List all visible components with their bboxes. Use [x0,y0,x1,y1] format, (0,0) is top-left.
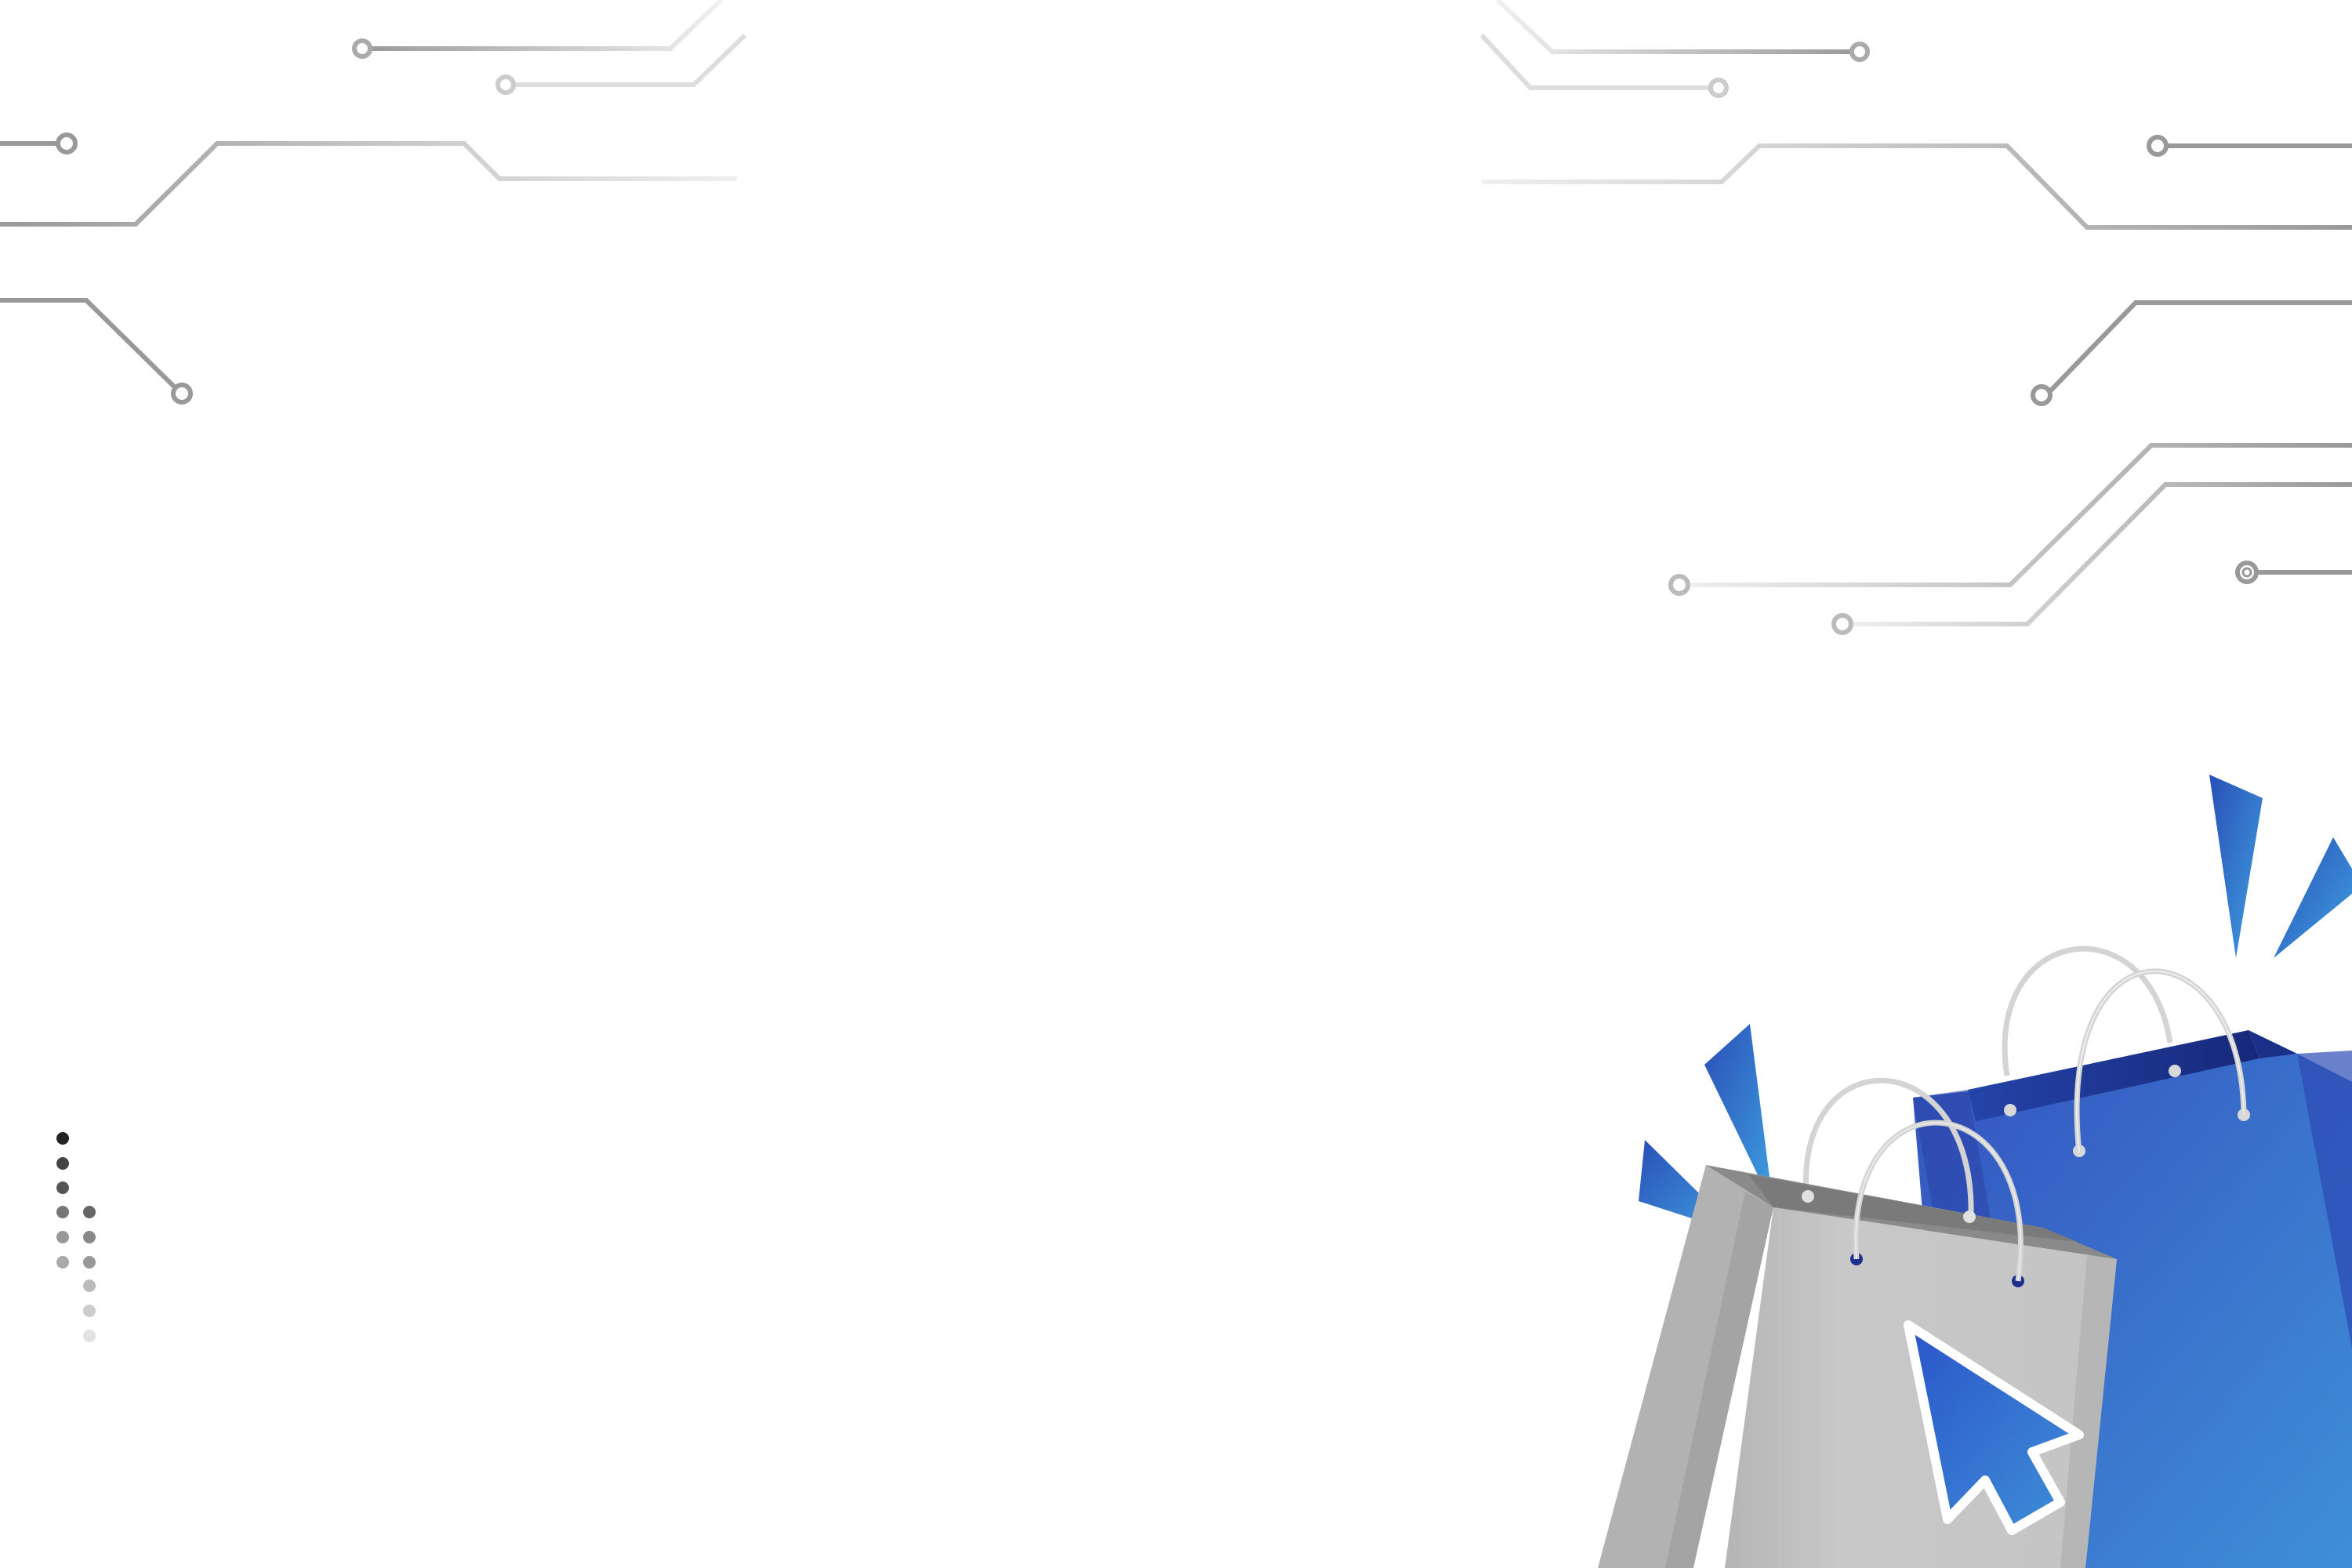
circuit-node [495,74,516,95]
circuit-node [1708,78,1729,98]
circuit-line [506,33,747,87]
circuit-node [1849,42,1870,62]
circuit-node [1668,574,1690,596]
circuit-line [0,298,176,389]
circuit-line [2045,300,2352,396]
circuit-node [2147,135,2169,157]
circuit-node [1831,613,1853,635]
circuit-lines-right [1479,0,2352,635]
circuit-node [171,383,193,405]
circuit-line [362,0,724,51]
circuit-line [1495,0,1860,54]
circuit-line [1482,143,2352,230]
mouse-cursor-icon [1904,1320,2084,1535]
circuit-line [1479,33,1717,90]
dot-pattern [56,1132,96,1342]
circuit-line [1842,482,2352,626]
circuit-node-inner [2241,567,2252,578]
circuit-line [1678,443,2352,587]
circuit-node [56,132,78,154]
circuit-line [0,141,737,227]
circuit-node [352,38,372,59]
circuit-node [2031,384,2053,406]
circuit-lines-left [0,0,747,405]
